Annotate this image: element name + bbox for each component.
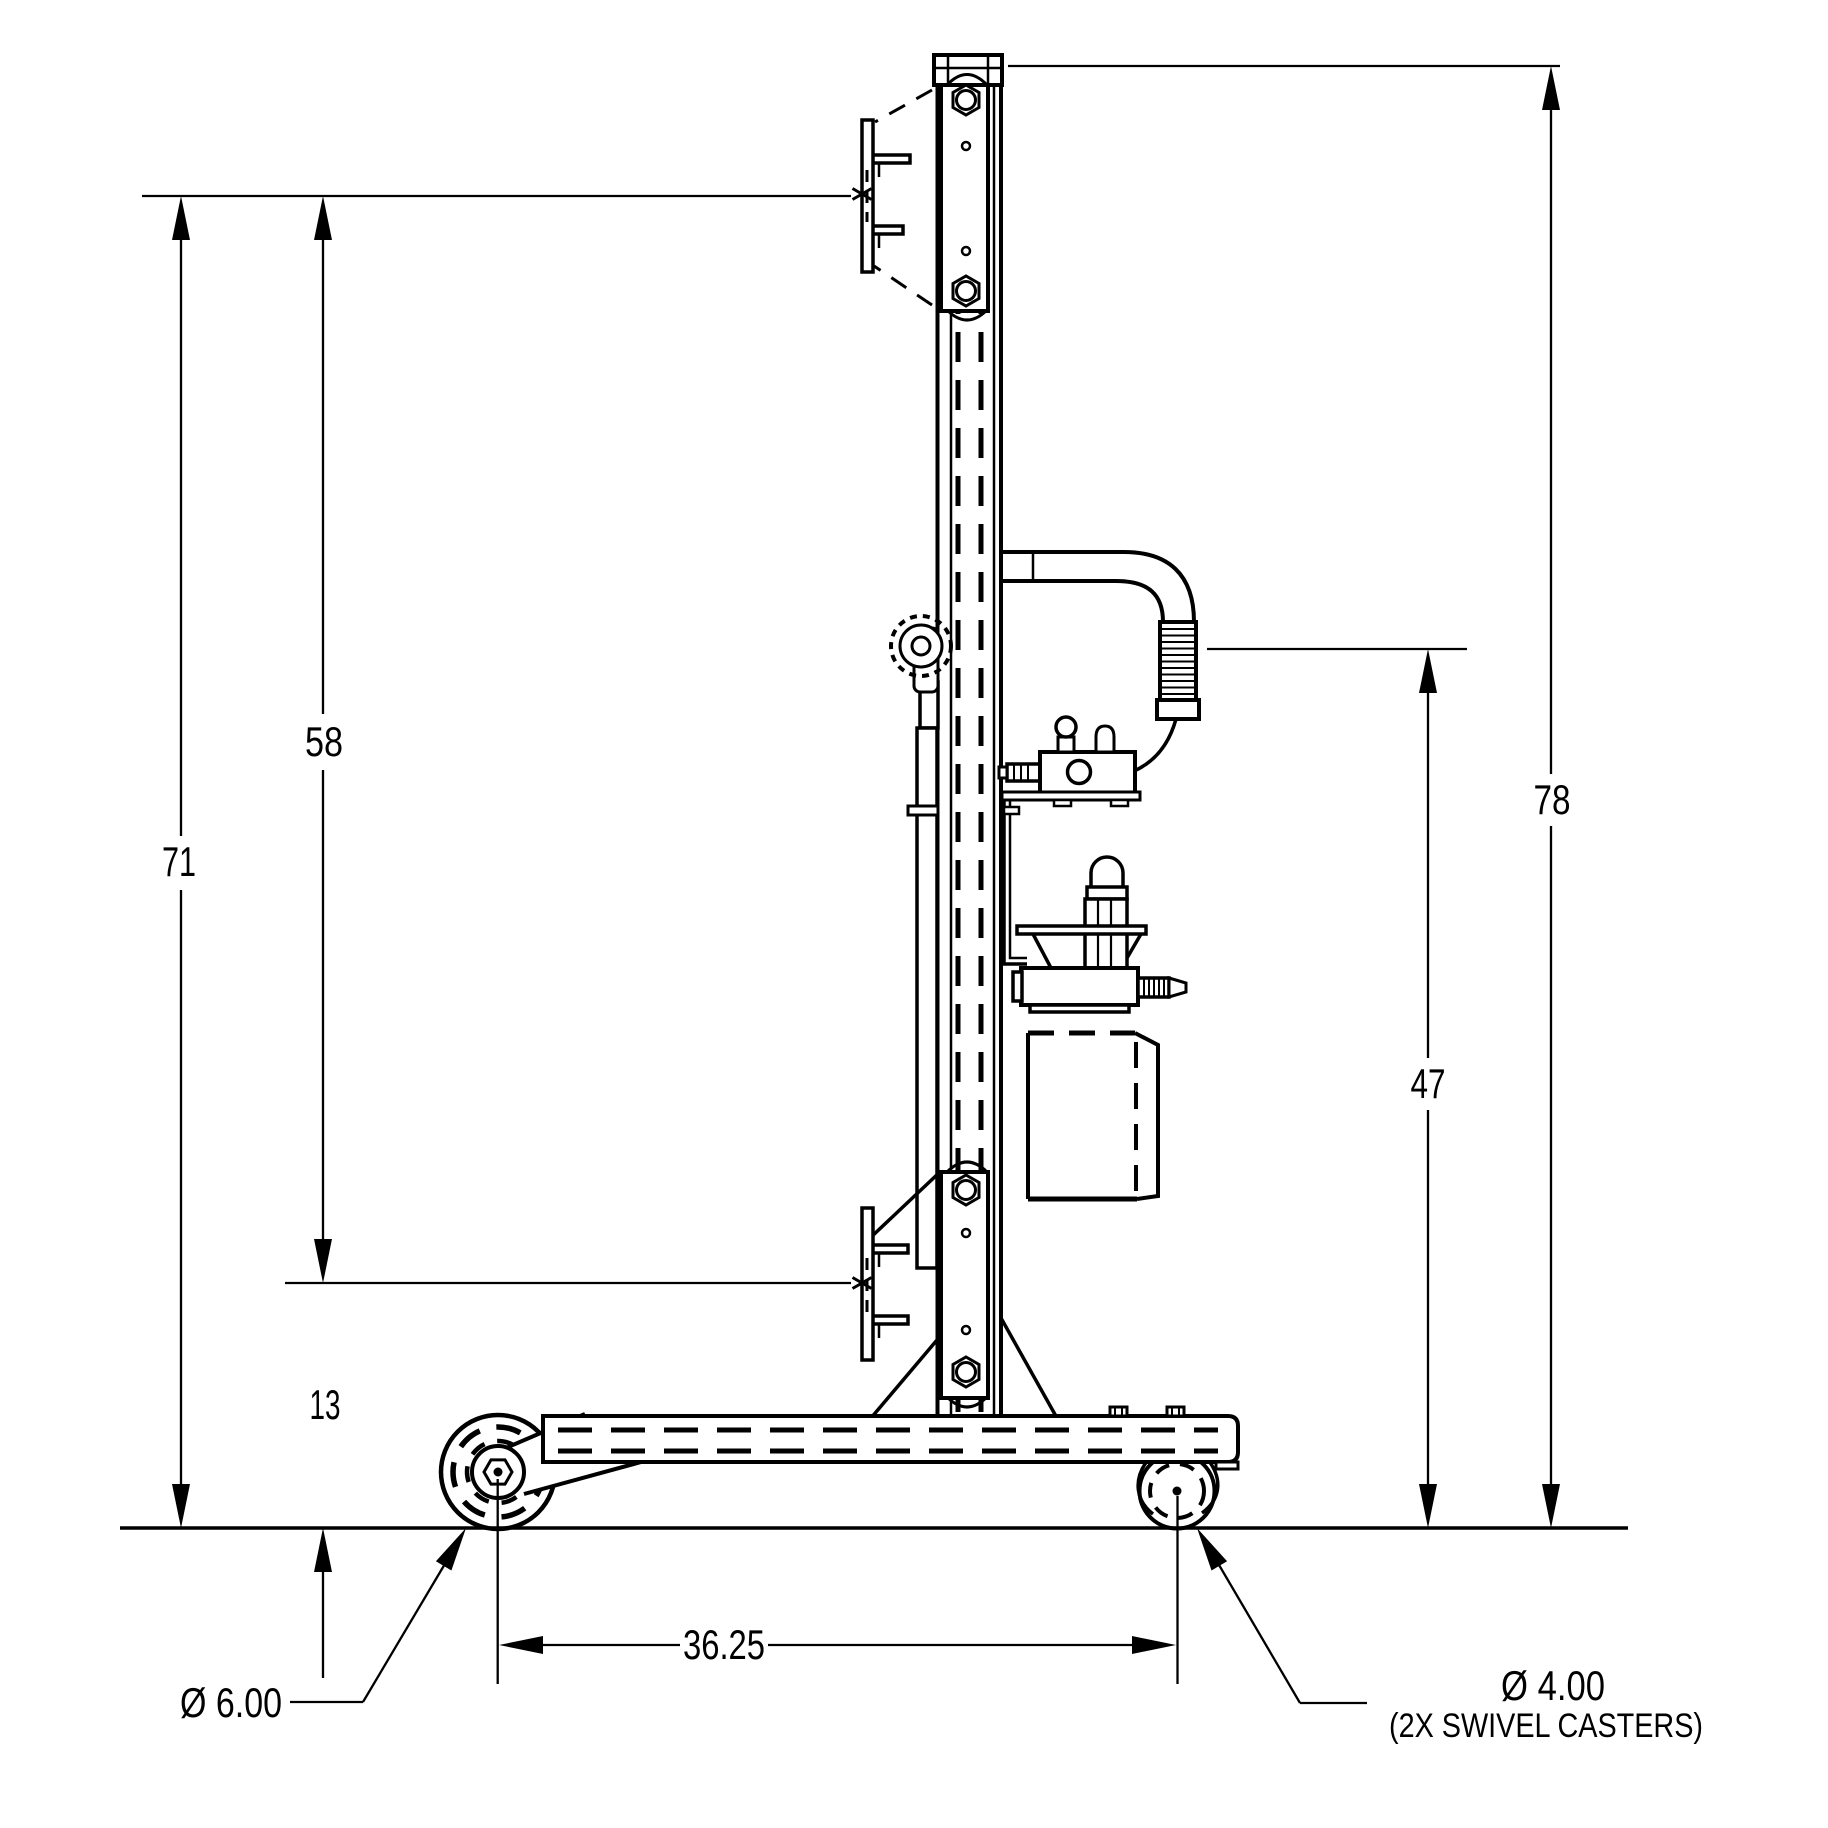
top-fork-reference-asterisk-icon: [851, 183, 873, 205]
lower-fork-reference-asterisk-icon: [851, 1272, 873, 1294]
callout-front-wheel-diameter: Ø 6.00: [180, 1528, 466, 1726]
callout-label-caster-diameter: Ø 4.00: [1501, 1662, 1605, 1709]
base-frame: [438, 1317, 1240, 1532]
dim-label-handle-height: 47: [1411, 1060, 1446, 1107]
callout-label-caster-note: (2X SWIVEL CASTERS): [1389, 1707, 1703, 1745]
dim-lowered-fork-height-13: 13: [310, 1381, 341, 1678]
chain-sprocket: [889, 614, 953, 694]
callout-caster-diameter: Ø 4.00 (2X SWIVEL CASTERS): [1197, 1528, 1703, 1745]
dim-overall-height-78: 78: [1534, 66, 1571, 1528]
handle-grip: [1155, 620, 1201, 721]
dim-label-overall-height: 78: [1534, 776, 1571, 823]
dim-lift-travel-58: 58: [305, 196, 343, 1283]
top-carriage: [873, 83, 990, 322]
dim-wheel-track-36-25: 36.25: [499, 1621, 1176, 1668]
extension-lines: [142, 64, 1560, 1684]
lower-carriage: [867, 1160, 990, 1409]
callout-label-front-wheel-diameter: Ø 6.00: [180, 1679, 282, 1726]
hand-pump-valve-block: [997, 715, 1142, 966]
dim-handle-height-47: 47: [1411, 649, 1446, 1528]
dim-label-raised-fork-height: 71: [162, 838, 196, 885]
oil-tank: [1026, 1030, 1160, 1202]
dim-label-lift-travel: 58: [305, 718, 343, 765]
mast-head: [932, 53, 1004, 87]
motor-pump-unit: [1011, 855, 1188, 1014]
pump-handle: [1002, 550, 1201, 773]
lower-fork: [860, 1206, 910, 1362]
top-fork: [860, 118, 912, 274]
dim-raised-fork-height-71: 71: [162, 196, 196, 1528]
base-leg-beam: [541, 1405, 1240, 1471]
dim-label-wheel-track: 36.25: [683, 1621, 765, 1668]
dim-label-lowered-fork-height: 13: [310, 1381, 341, 1428]
